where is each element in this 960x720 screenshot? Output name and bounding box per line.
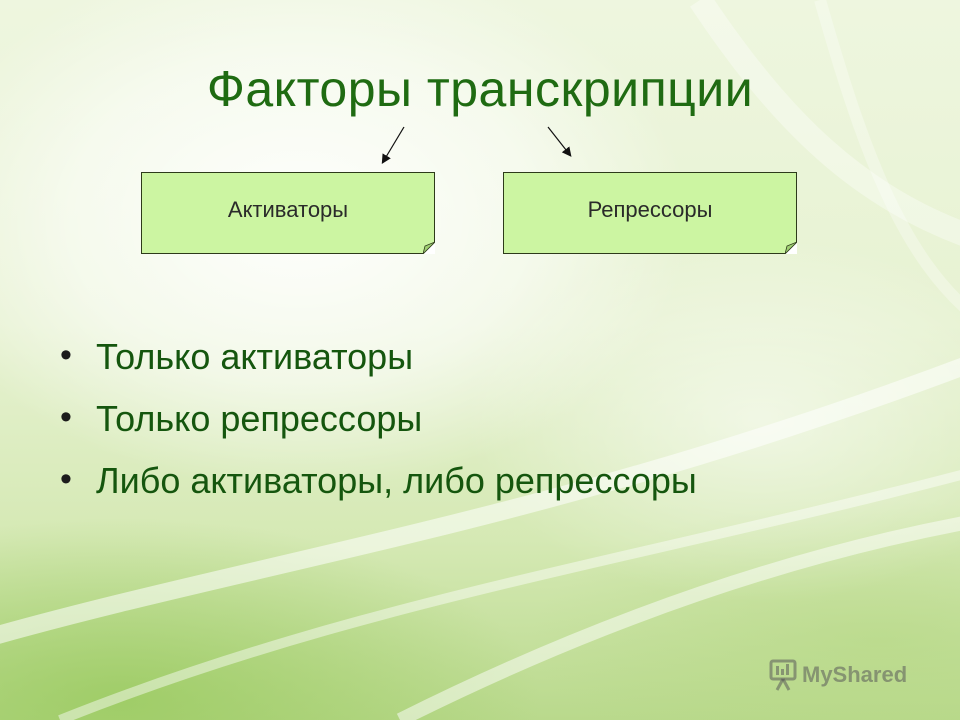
list-item: • Только репрессоры [60,398,697,460]
bullet-dot-icon: • [60,398,72,436]
myshared-watermark: MyShared [768,656,938,696]
watermark-brand: MyShared [802,662,908,687]
page-fold-icon [423,242,435,254]
presentation-icon [769,659,797,691]
slide-title: Факторы транскрипции [206,61,754,117]
activators-label: Активаторы [227,197,349,222]
arrow-to-repressors [547,126,572,157]
list-item: • Только активаторы [60,336,697,398]
activators-box: Активаторы [141,172,435,254]
bullet-dot-icon: • [60,336,72,374]
bullet-list: • Только активаторы • Только репрессоры … [60,336,697,522]
page-fold-icon [785,242,797,254]
list-item: • Либо активаторы, либо репрессоры [60,460,697,522]
bullet-dot-icon: • [60,460,72,498]
repressors-box: Репрессоры [503,172,797,254]
arrow-to-activators [381,126,405,165]
bullet-text: Только репрессоры [96,398,423,439]
bullet-text: Либо активаторы, либо репрессоры [96,460,697,501]
bullet-text: Только активаторы [96,336,414,377]
repressors-label: Репрессоры [587,197,713,222]
